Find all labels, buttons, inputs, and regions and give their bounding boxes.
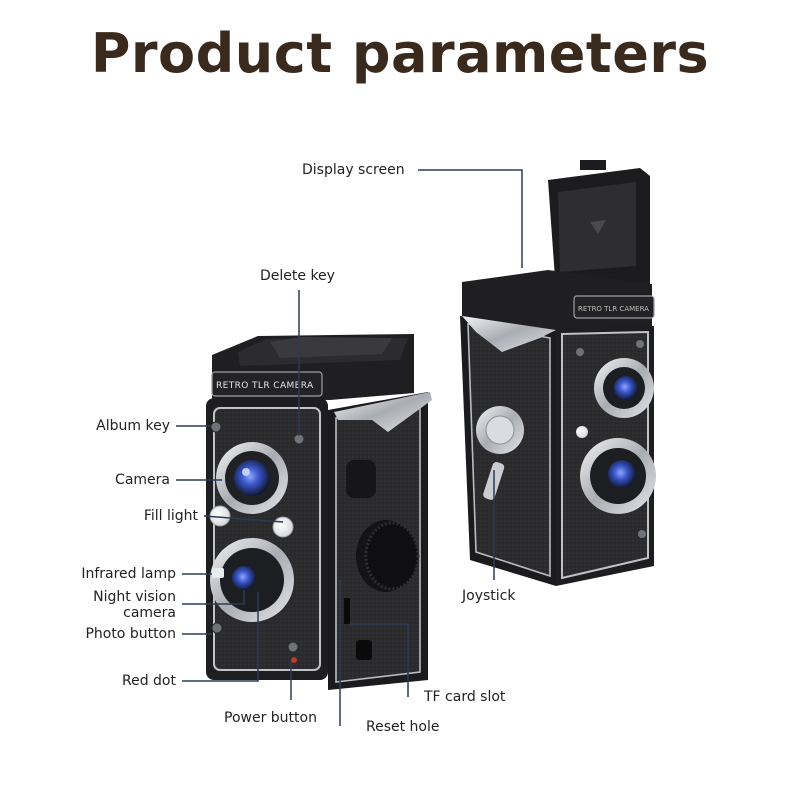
leader-fill-light	[203, 515, 284, 523]
leader-display-screen	[418, 169, 523, 268]
album-key-button	[210, 421, 222, 433]
photo-button	[211, 622, 223, 634]
label-fill-light: Fill light	[143, 508, 198, 524]
label-night-vision-line1: Night vision	[93, 589, 176, 605]
leader-red-dot	[182, 592, 259, 682]
leader-night-vision	[182, 590, 245, 605]
power-button	[291, 657, 297, 663]
infrared-lamp	[212, 568, 224, 578]
lid-triangle-icon	[590, 220, 606, 234]
front-camera: RETRO TLR CAMERA	[206, 334, 432, 690]
leader-lines	[176, 169, 523, 726]
viewfinder-hood	[270, 337, 392, 358]
label-infrared-lamp: Infrared lamp	[81, 566, 176, 582]
side-bracket	[334, 392, 432, 432]
focus-knob	[364, 521, 420, 591]
rear-brand-text: RETRO TLR CAMERA	[578, 305, 649, 313]
label-red-dot: Red dot	[122, 673, 176, 689]
label-reset-hole: Reset hole	[366, 719, 440, 735]
leader-tf-card-slot	[350, 623, 409, 697]
label-album-key: Album key	[96, 418, 170, 434]
brand-plate	[211, 371, 323, 397]
label-photo-button: Photo button	[85, 626, 176, 642]
red-dot-screw	[287, 641, 299, 653]
label-power-button: Power button	[224, 710, 317, 726]
label-night-vision-line2: camera	[123, 605, 176, 621]
fill-light-right	[272, 516, 294, 538]
label-tf-card-slot: TF card slot	[424, 689, 506, 705]
label-delete-key: Delete key	[260, 268, 335, 284]
label-camera: Camera	[115, 472, 170, 488]
page-title: Product parameters	[90, 22, 710, 85]
side-port	[356, 640, 372, 660]
rear-top-housing	[462, 270, 652, 336]
label-joystick: Joystick	[462, 588, 516, 604]
rear-brand-plate	[573, 295, 655, 319]
tf-card-slot-mark	[344, 598, 350, 624]
rear-camera: RETRO TLR CAMERA	[460, 160, 656, 586]
rear-bracket	[462, 316, 556, 352]
label-display-screen: Display screen	[302, 162, 405, 178]
brand-text: RETRO TLR CAMERA	[216, 381, 314, 391]
side-knob	[346, 460, 376, 498]
lid-tab	[580, 160, 606, 170]
